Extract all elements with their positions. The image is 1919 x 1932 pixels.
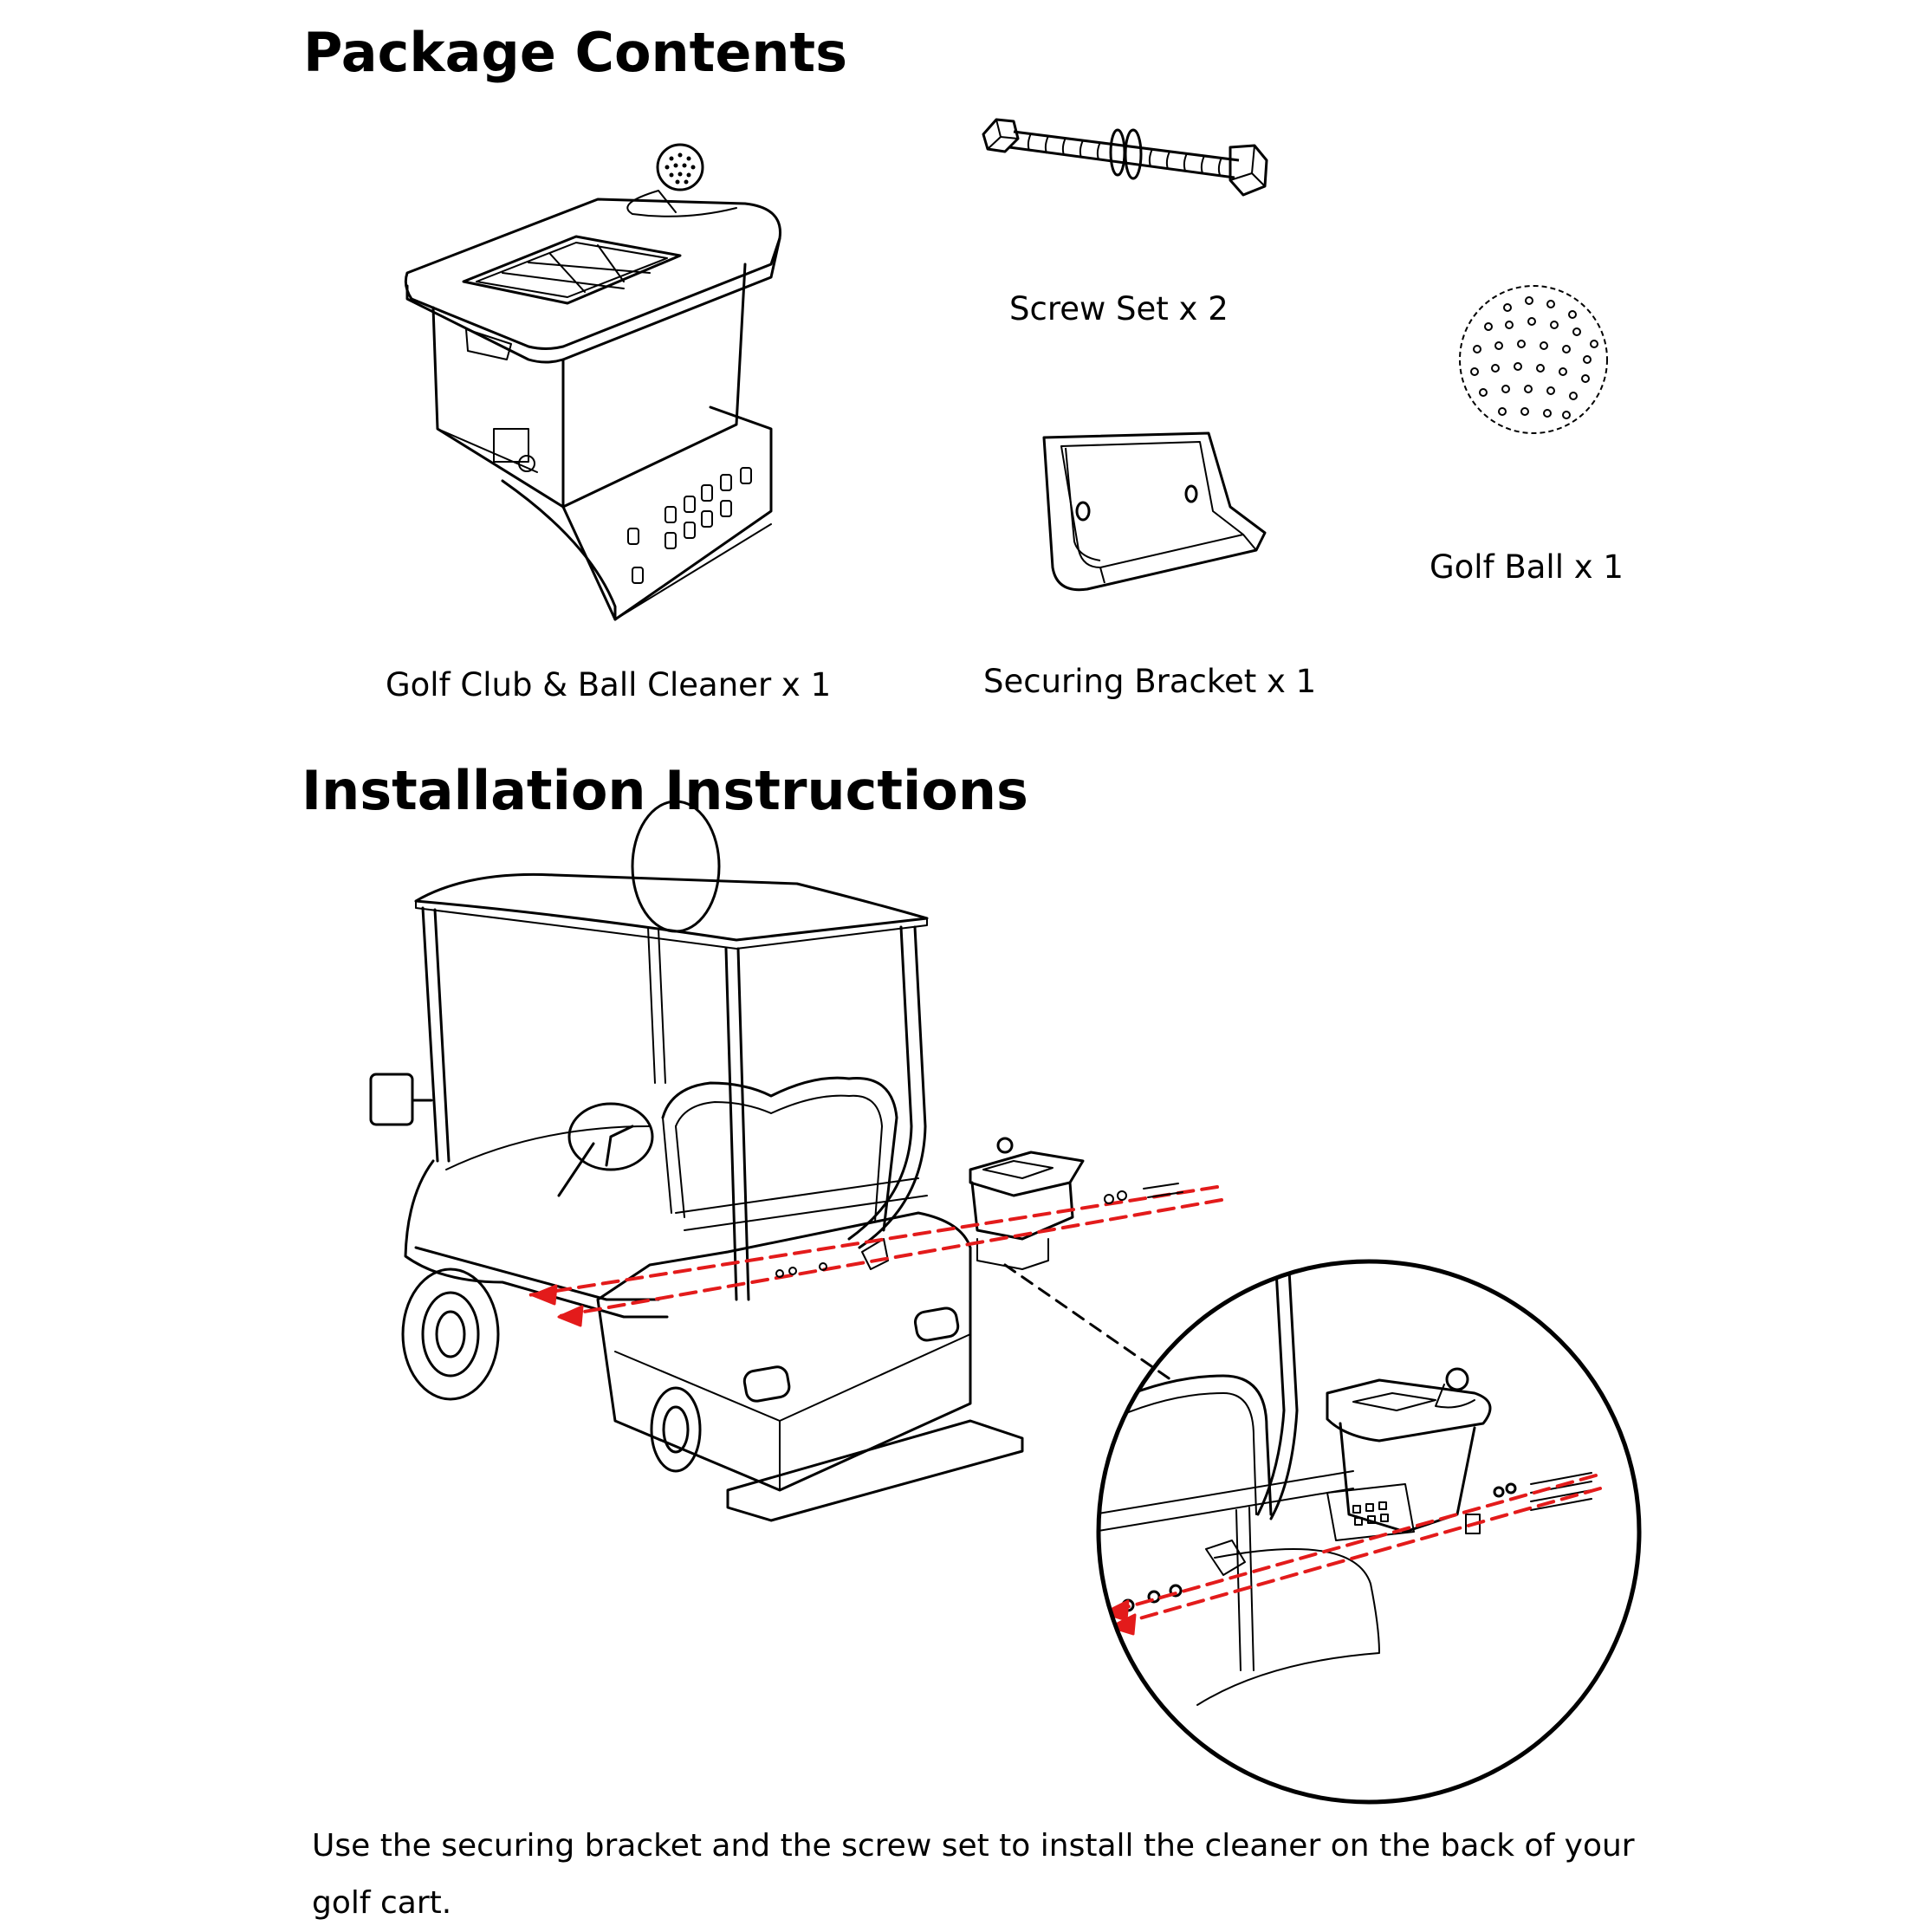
golf-club-ball-cleaner-label: Golf Club & Ball Cleaner x 1 bbox=[386, 666, 832, 703]
package-contents-heading: Package Contents bbox=[303, 21, 848, 84]
golf-ball-icon bbox=[1455, 282, 1611, 438]
golf-club-ball-cleaner-icon bbox=[399, 143, 797, 619]
securing-bracket-icon bbox=[1035, 429, 1278, 602]
installation-instruction-text: Use the securing bracket and the screw s… bbox=[312, 1828, 1635, 1921]
golf-cart-installation-diagram bbox=[364, 866, 1230, 1559]
golf-ball-label: Golf Ball x 1 bbox=[1430, 548, 1624, 586]
screw-set-label: Screw Set x 2 bbox=[1009, 290, 1229, 327]
screw-set-icon bbox=[979, 113, 1274, 234]
securing-bracket-label: Securing Bracket x 1 bbox=[983, 663, 1317, 700]
installation-instructions-heading: Installation Instructions bbox=[301, 759, 1028, 822]
installation-detail-magnifier bbox=[1093, 1255, 1648, 1809]
